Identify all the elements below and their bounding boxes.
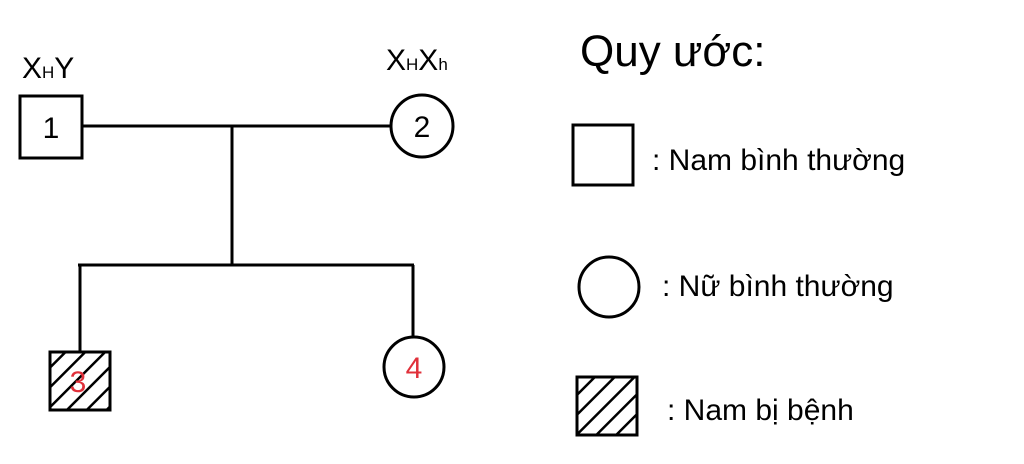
individual-4-number: 4 (406, 352, 423, 385)
individual-3-hatched-square (48, 350, 112, 412)
legend-hatched-square-icon (575, 375, 639, 437)
individual-1-square (18, 94, 84, 160)
legend-label-normal-female: : Nữ bình thường (662, 270, 894, 303)
legend-title: Quy ước: (580, 27, 765, 76)
legend-square-icon (571, 123, 635, 187)
legend-label-affected-male: : Nam bị bệnh (667, 394, 854, 427)
genotype-2: XHXh (386, 44, 448, 77)
individual-1-number: 1 (43, 112, 60, 145)
individual-4-circle (382, 335, 446, 399)
legend-circle-icon (577, 255, 641, 319)
individual-3-number: 3 (70, 366, 87, 399)
individual-2-number: 2 (414, 111, 431, 144)
legend-label-normal-male: : Nam bình thường (652, 144, 905, 177)
genotype-1: XHY (22, 52, 74, 85)
